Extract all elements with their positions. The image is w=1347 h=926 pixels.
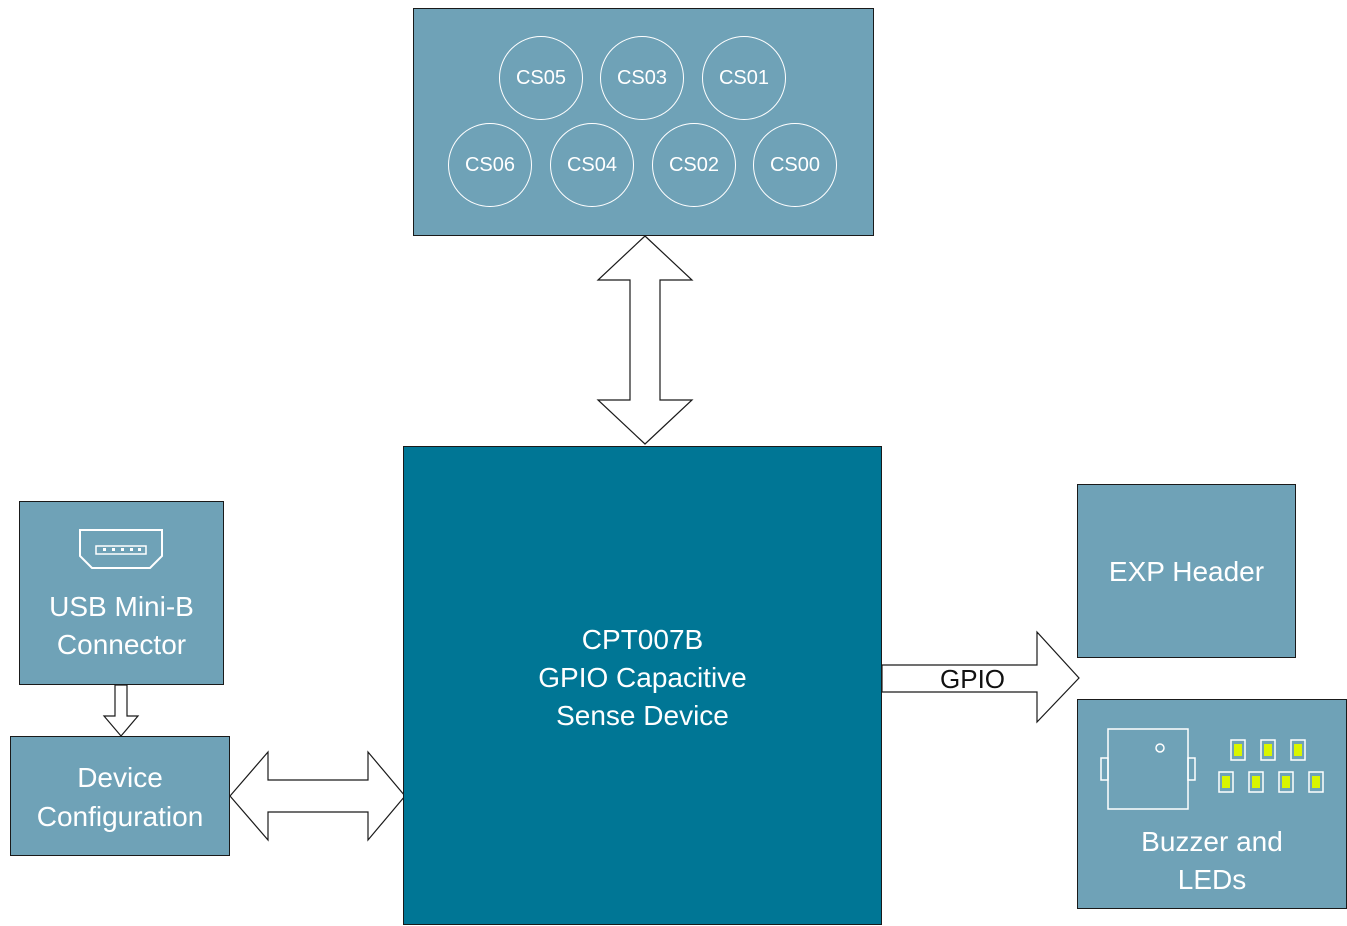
touch-pad-cs05: CS05 [499, 36, 583, 120]
device-name: CPT007B [581, 624, 704, 655]
device-desc-line2: Sense Device [556, 700, 729, 731]
config-label-line1: Device [77, 762, 163, 793]
touch-pad-cs00: CS00 [753, 123, 837, 207]
buzzer-label-line2: LEDs [1177, 864, 1247, 895]
pads-to-device-arrow [596, 235, 694, 445]
exp-header-label: EXP Header [1108, 556, 1265, 587]
touch-pad-cs06: CS06 [448, 123, 532, 207]
gpio-arrow [881, 630, 1080, 724]
touch-pad-cs03: CS03 [600, 36, 684, 120]
touch-pad-cs04: CS04 [550, 123, 634, 207]
usb-mini-b-icon [79, 529, 163, 569]
touch-pad-block: CS05 CS03 CS01 CS06 CS04 CS02 CS00 [413, 8, 874, 236]
config-to-device-arrow [229, 750, 406, 842]
gpio-label: GPIO [940, 664, 1006, 694]
config-label-line2: Configuration [36, 801, 204, 832]
usb-label-line2: Connector [56, 629, 187, 660]
usb-to-config-arrow [102, 684, 140, 737]
buzzer-label-line1: Buzzer and [1141, 826, 1283, 857]
touch-pad-cs02: CS02 [652, 123, 736, 207]
device-configuration-block: Device Configuration [10, 736, 230, 856]
usb-label-line1: USB Mini-B [49, 591, 194, 622]
led-icon [1218, 739, 1324, 793]
exp-header-block: EXP Header [1077, 484, 1296, 658]
touch-pad-cs01: CS01 [702, 36, 786, 120]
main-device-block: CPT007B GPIO Capacitive Sense Device [403, 446, 882, 925]
device-desc-line1: GPIO Capacitive [538, 662, 747, 693]
buzzer-leds-block: Buzzer and LEDs [1077, 699, 1347, 909]
usb-connector-block: USB Mini-B Connector [19, 501, 224, 685]
buzzer-icon [1100, 728, 1196, 810]
